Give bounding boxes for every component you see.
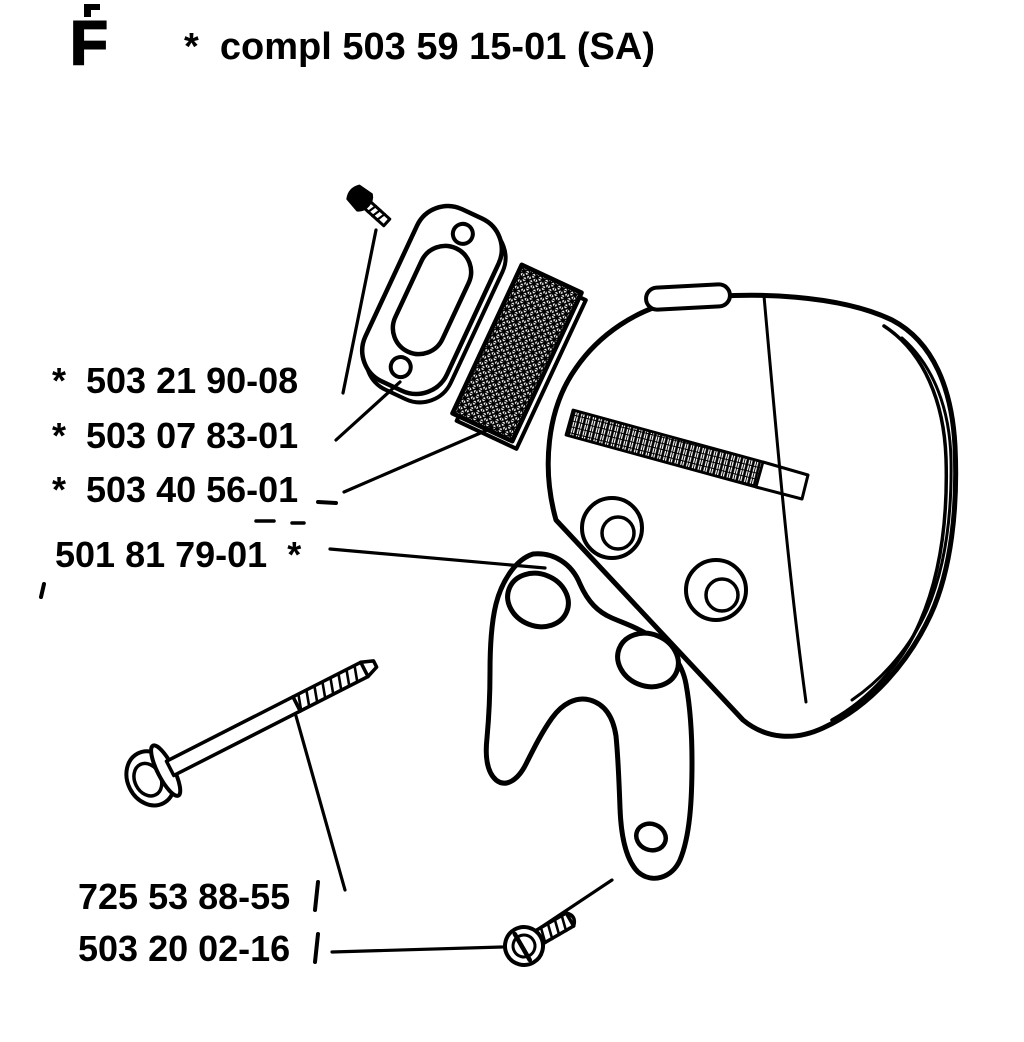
bolt-drawing: [124, 659, 379, 808]
leader-line: [538, 878, 614, 930]
label-tick: [313, 880, 320, 912]
leader-line: [334, 380, 402, 442]
muffler-top-tab: [644, 282, 732, 312]
part-label: 725 53 88-55: [78, 876, 291, 917]
screw-head: [346, 184, 374, 212]
bracket-small-hole: [634, 821, 668, 853]
top-screw-drawing: [346, 184, 392, 228]
screw-threads: [539, 913, 568, 945]
cooling-plate-mesh: [450, 262, 584, 444]
bolt-thread-section: [291, 660, 370, 713]
leader-line: [330, 945, 504, 954]
leader-line: [328, 547, 547, 570]
bottom-screw-drawing: [503, 911, 577, 967]
leader-line: [294, 714, 347, 892]
leader-line: [342, 426, 494, 494]
figure-title: * compl 503 59 15-01 (SA): [184, 26, 655, 68]
muffler-mount-hole: [684, 558, 748, 622]
cooling-plate-drawing: [450, 262, 588, 451]
part-label: 503 20 02-16: [78, 928, 291, 969]
label-tick: [313, 932, 320, 964]
bolt-shaft: [164, 695, 303, 778]
gasket-port-opening: [390, 243, 474, 357]
figure-letter: F: [69, 8, 109, 79]
label-tick: [316, 500, 338, 505]
screw-threads: [366, 204, 387, 222]
part-label: 501 81 79-01 *: [55, 534, 302, 575]
bolt-tip: [358, 659, 379, 679]
print-artifact: [39, 582, 46, 599]
muffler-silhouette: [545, 292, 959, 739]
bracket-hole: [505, 570, 571, 630]
muffler-seam-lines: [830, 324, 953, 722]
muffler-face-edge: [762, 294, 808, 704]
gasket-bolt-hole: [450, 221, 475, 246]
screw-slot: [512, 931, 533, 963]
bracket-drawing: [483, 551, 695, 881]
print-artifact: [84, 4, 100, 17]
part-label: * 503 40 56-01: [52, 469, 299, 510]
part-label: * 503 07 83-01: [52, 415, 299, 456]
muffler-body-drawing: [545, 282, 959, 739]
muffler-logo-band: [564, 408, 810, 501]
muffler-mount-hole: [580, 496, 644, 560]
bolt-threads: [297, 664, 359, 712]
print-artifacts: [39, 4, 306, 599]
bracket-hole: [615, 630, 681, 690]
leader-lines: [294, 228, 614, 964]
part-label: * 503 21 90-08: [52, 360, 299, 401]
screw-tip: [564, 911, 577, 928]
gasket-bolt-hole: [388, 355, 413, 380]
leader-line: [341, 228, 378, 395]
gasket-drawing: [360, 203, 508, 405]
